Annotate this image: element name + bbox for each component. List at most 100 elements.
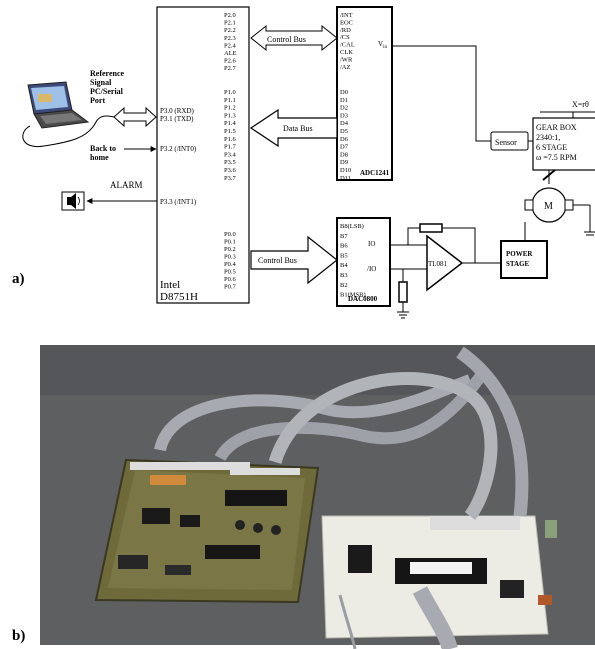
pin-label: P1.7 [224,144,236,151]
mcu-int0-label: P3.2 (/INT0) [160,145,197,153]
pin-label: P0.5 [224,269,236,276]
adc-vin-label: Vin [378,40,387,50]
pin-label: /AZ [340,64,351,71]
power-stage-line2: STAGE [506,260,530,268]
home-label-line2: home [90,153,109,162]
pin-label: /CAL [340,42,355,49]
pin-label: P0.7 [224,284,236,291]
alarm-label: ALARM [110,180,143,190]
mcu-rxd-label: P3.0 (RXD) [160,107,195,115]
pin-label: P2.7 [224,65,236,72]
pin-label: D11 [340,175,351,182]
pin-label: P2.6 [224,58,236,65]
pin-label: /CS [340,34,350,41]
control-bus-top-label: Control Bus [267,35,306,44]
pin-label: B3 [340,272,348,279]
mcu-name-line1: Intel [160,279,180,291]
mcu-block [156,6,250,304]
gearbox-line4: ω =7.5 RPM [536,153,577,162]
hardware-photo [40,345,595,649]
mcu-p1-pins: P1.0P1.1P1.2P1.3P1.4P1.5P1.6P1.7P3.4P3.5… [224,89,236,182]
motor-label: M [544,201,553,212]
data-bus-arrow [249,108,338,148]
pin-label: P0.0 [224,231,236,238]
pin-label: /INT [340,12,353,19]
pin-label: B6 [340,243,348,250]
pin-label: P1.1 [224,97,236,104]
pin-label: D3 [340,112,348,119]
pin-label: D9 [340,159,348,166]
pin-label: D1 [340,97,348,104]
pin-label: ALE [224,50,237,57]
control-bus-bottom-arrow [250,235,338,285]
opamp-label: TL081 [428,260,448,268]
pin-label: D10 [340,167,351,174]
pin-label: P2.1 [224,20,236,27]
pin-label: P0.6 [224,276,236,283]
feedback-resistor [419,223,443,233]
pin-label: P0.4 [224,261,236,268]
pc-label-line3: PC/Serial [90,87,124,96]
pc-label-line2: Signal [90,78,112,87]
mcu-name-line2: D8751H [160,291,198,303]
pin-label: D2 [340,105,348,112]
mcu-txd-label: P3.1 (TXD) [160,115,194,123]
gearbox-block [532,117,595,171]
panel-label-a: a) [12,271,25,287]
dac-block [336,217,391,307]
pin-label: P2.2 [224,27,236,34]
pin-label: P2.3 [224,35,236,42]
pin-label: P0.1 [224,239,236,246]
sensor-label: Sensor [495,138,517,147]
pin-label: P1.3 [224,112,236,119]
ground-resistor [398,281,408,303]
pin-label: P1.4 [224,120,236,127]
pin-label: P1.6 [224,136,236,143]
power-stage-line1: POWER [506,250,533,258]
pin-label: P2.0 [224,12,236,19]
gearbox-line1: GEAR BOX [536,123,577,132]
pin-label: B7 [340,233,348,240]
pin-label: P1.2 [224,105,236,112]
pin-label: B2 [340,282,348,289]
feedback-line [407,227,476,263]
pin-label: P3.6 [224,167,236,174]
mcu-int1-label: P3.3 (/INT1) [160,198,197,206]
pin-label: D6 [340,136,349,143]
pc-label-line4: Port [90,96,105,105]
gearbox-line2: 2340:1, [536,133,560,142]
pin-label: P1.0 [224,89,236,96]
pin-label: B8(LSB) [340,223,364,230]
data-bus-label: Data Bus [283,124,313,133]
home-label-line1: Back to [90,144,116,153]
control-bus-top-arrow [250,24,338,52]
pin-label: D5 [340,128,348,135]
mcu-p0-pins: P0.0P0.1P0.2P0.3P0.4P0.5P0.6P0.7 [224,231,236,291]
sensor-to-adc-line [393,45,491,142]
pin-label: EOC [340,19,353,26]
control-bus-bottom-label: Control Bus [258,256,297,265]
pin-label: P3.5 [224,159,236,166]
pin-label: D0 [340,89,348,96]
pin-label: P1.5 [224,128,236,135]
speaker-icon [61,191,85,211]
laptop-icon [27,81,90,129]
pin-label: P3.4 [224,151,236,158]
dac-io-label: IO [368,240,375,248]
pin-label: P3.7 [224,175,236,182]
pin-label: P0.2 [224,246,236,253]
pin-label: P2.4 [224,42,236,49]
dac-nio-label: /IO [367,265,376,273]
pin-label: /WR [340,56,353,63]
pin-label: B4 [340,262,348,269]
pin-label: D8 [340,151,348,158]
pin-label: B5 [340,252,348,259]
pc-label-line1: Reference [90,69,125,78]
pin-label: B1(MSB) [340,292,366,299]
adc-block [336,6,393,181]
pin-label: /RD [340,27,351,34]
